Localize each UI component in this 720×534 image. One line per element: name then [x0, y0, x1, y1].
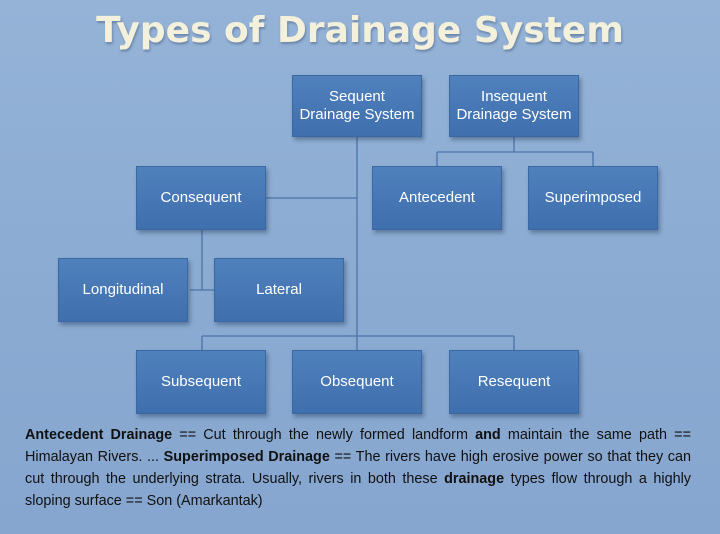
node-subsequent: Subsequent [136, 350, 266, 414]
node-superimposed-label: Superimposed [544, 189, 642, 206]
node-obsequent-label: Obsequent [320, 373, 394, 390]
node-insequent-drainage-system: Insequent Drainage System [449, 75, 579, 137]
node-consequent-label: Consequent [160, 189, 242, 206]
node-superimposed: Superimposed [528, 166, 658, 230]
node-insequent-line-1: Insequent [481, 88, 547, 105]
node-longitudinal-label: Longitudinal [82, 281, 164, 298]
caption-term-superimposed: Superimposed Drainage [163, 449, 330, 465]
node-lateral: Lateral [214, 258, 344, 322]
node-antecedent: Antecedent [372, 166, 502, 230]
node-lateral-label: Lateral [256, 281, 302, 298]
node-sequent-line-1: Sequent [329, 88, 385, 105]
node-subsequent-label: Subsequent [160, 373, 242, 390]
caption-part-4: maintain the same path == Himalayan Rive… [25, 427, 691, 465]
caption-term-drainage: drainage [444, 471, 505, 487]
node-resequent: Resequent [449, 350, 579, 414]
caption-term-and: and [475, 427, 501, 443]
caption-part-6: == The rivers have high erosive power so… [25, 449, 691, 487]
caption-part-2: == Cut through the newly formed landform [172, 427, 476, 443]
node-insequent-line-2: Drainage System [456, 106, 572, 123]
node-sequent-line-2: Drainage System [299, 106, 415, 123]
caption-term-antecedent: Antecedent Drainage [25, 427, 173, 443]
node-longitudinal: Longitudinal [58, 258, 188, 322]
node-antecedent-label: Antecedent [399, 189, 475, 206]
diagram-title: Types of Drainage System [96, 10, 624, 51]
node-resequent-label: Resequent [477, 373, 551, 390]
caption-part-8: types flow through a highly sloping surf… [25, 471, 691, 509]
caption-text: Antecedent Drainage == Cut through the n… [25, 424, 691, 512]
node-obsequent: Obsequent [292, 350, 422, 414]
node-sequent-drainage-system: Sequent Drainage System [292, 75, 422, 137]
node-consequent: Consequent [136, 166, 266, 230]
